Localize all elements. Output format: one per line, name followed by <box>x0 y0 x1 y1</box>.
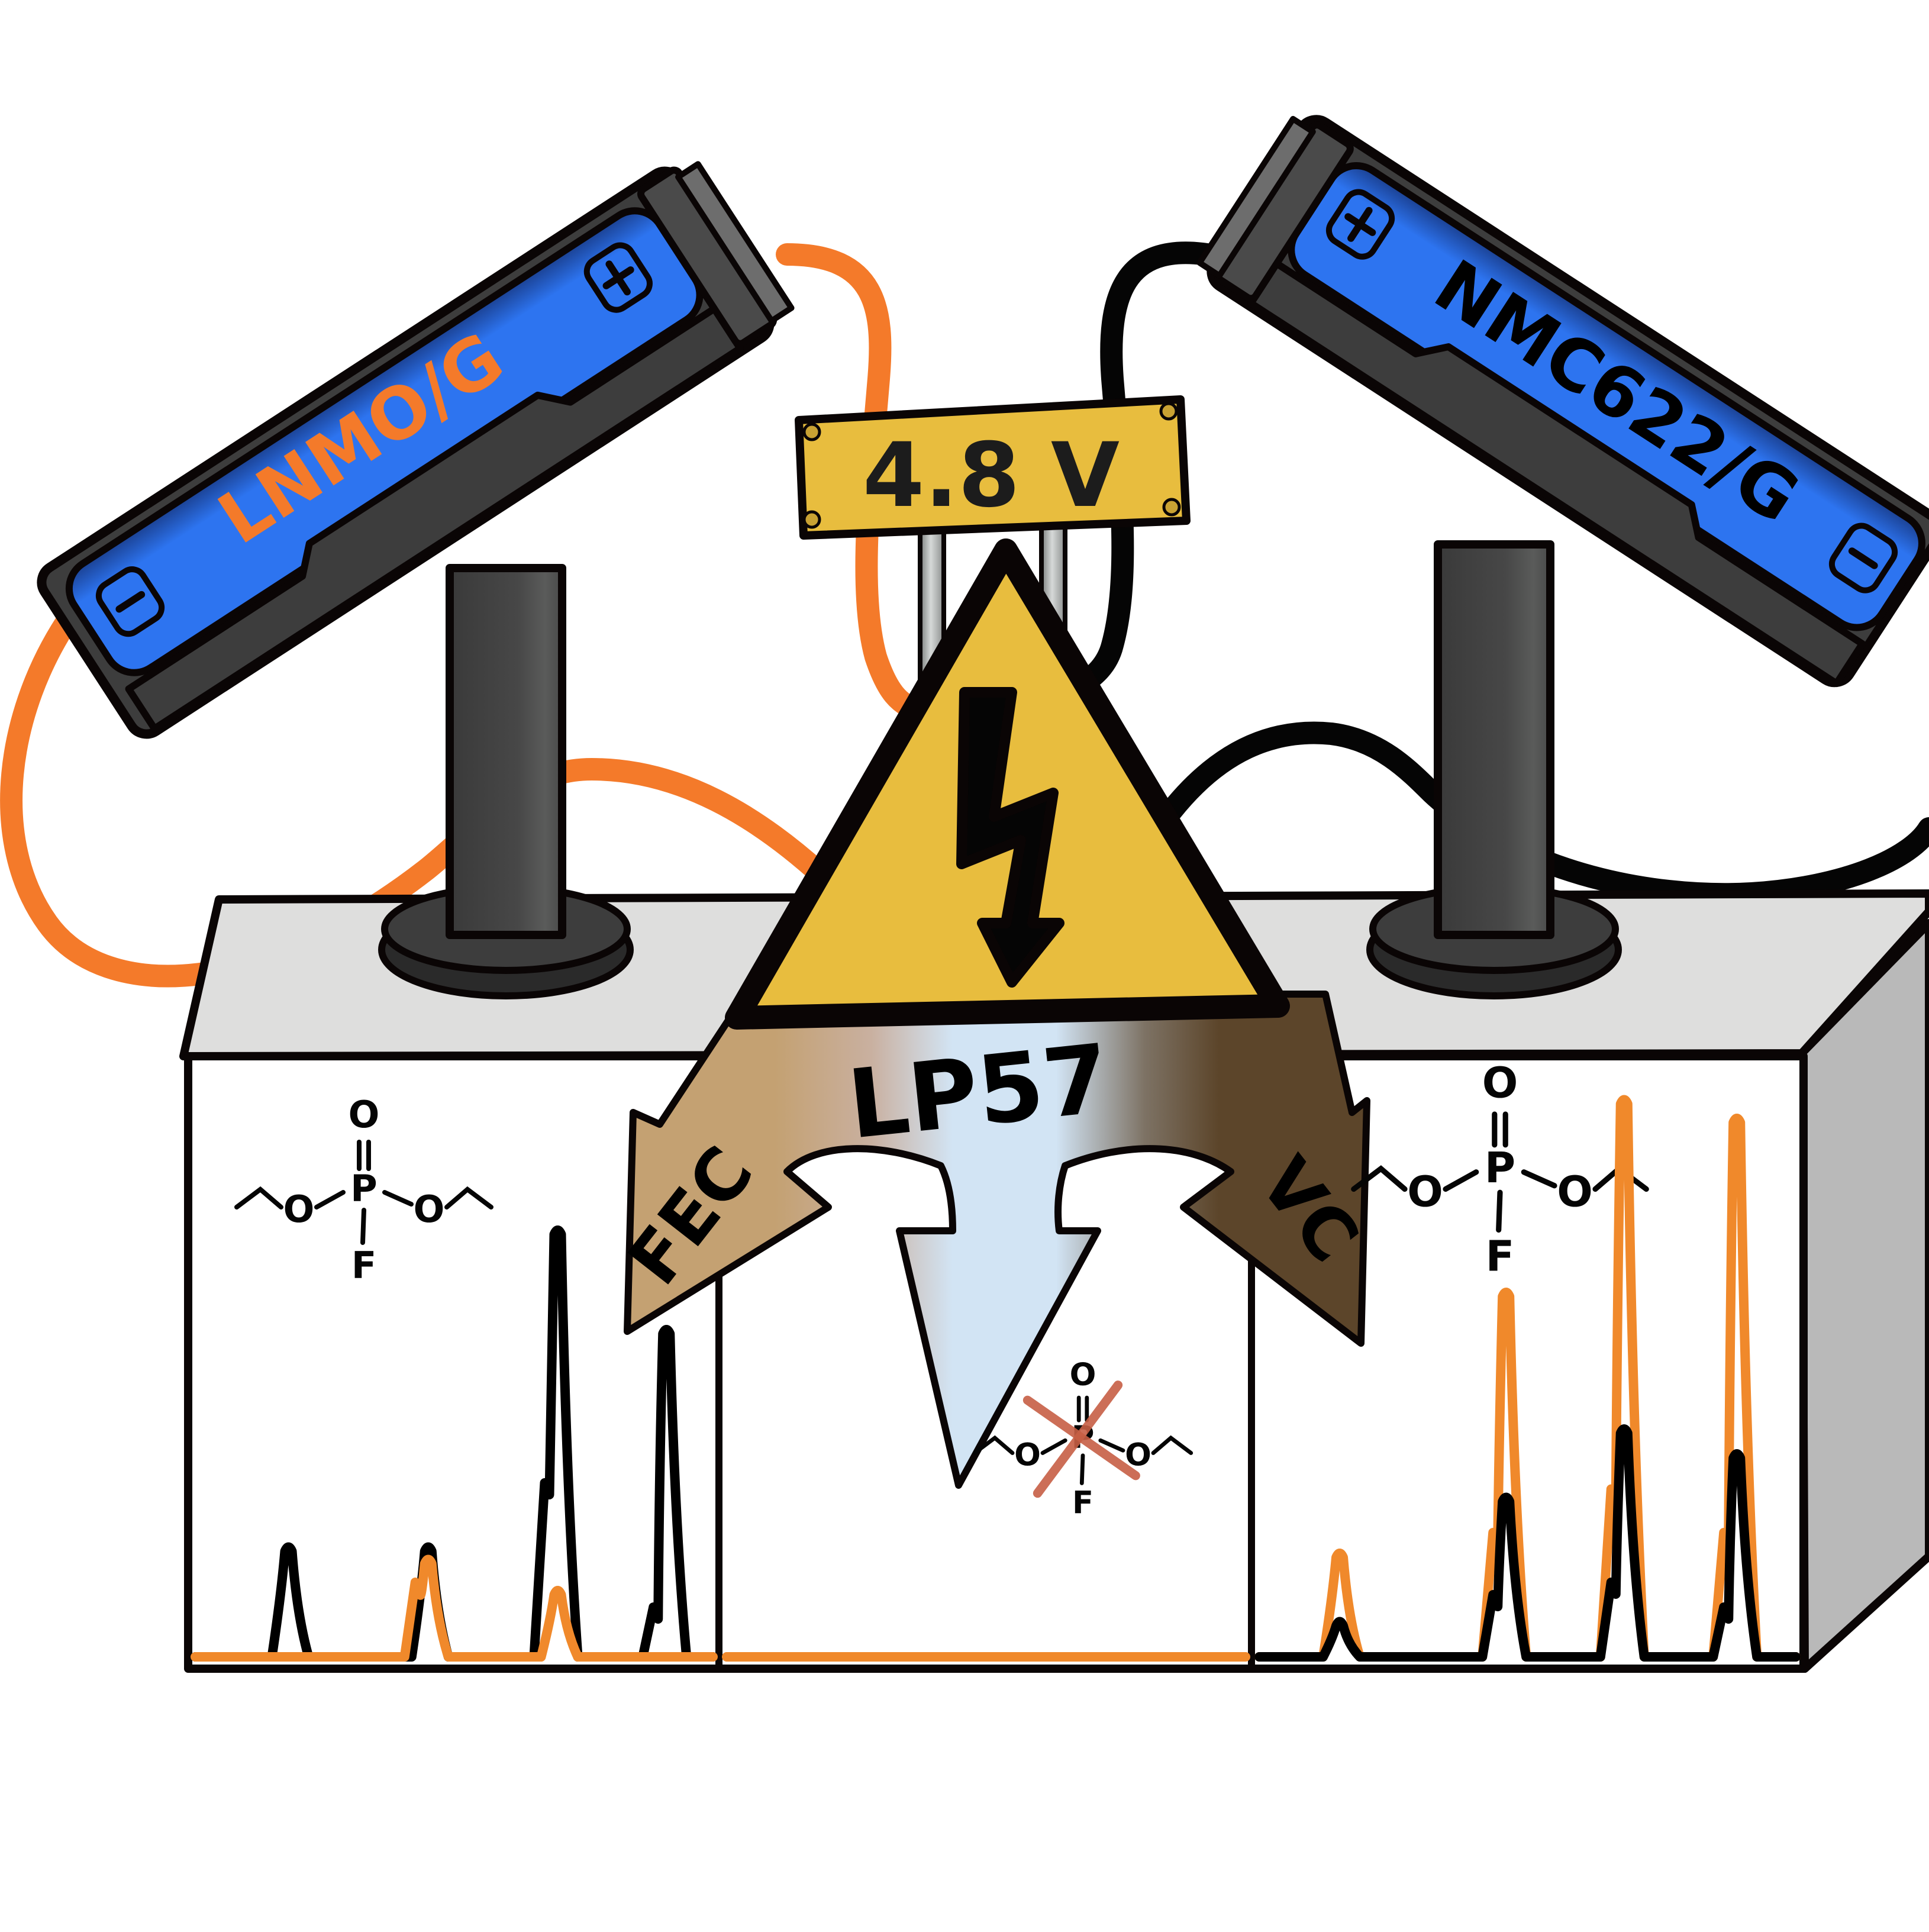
electrolyte-arrows: LP57 FEC VC <box>613 991 1374 1489</box>
lp57-label: LP57 <box>843 1023 1115 1160</box>
spectrum-line-orange <box>191 1554 718 1662</box>
spectrum-peak-black <box>288 1550 289 1552</box>
spectrum-peak-orange <box>427 1563 429 1565</box>
oxygen-atom: O <box>1482 1058 1518 1107</box>
positive-terminal-icon <box>1325 189 1395 260</box>
fluorine-atom: F <box>351 1244 376 1287</box>
spectrum-peak-black <box>1736 1457 1738 1459</box>
phosphorus-atom: P <box>350 1167 377 1210</box>
spectrum-peak-orange <box>1623 1103 1625 1105</box>
spectrum-peak-black <box>666 1333 667 1334</box>
oxygen-atom: O <box>1557 1167 1593 1216</box>
left-battery-cell[interactable]: LNMO/G <box>35 151 796 741</box>
cross-out-mark <box>1033 1381 1123 1498</box>
high-voltage-warning-sign <box>725 538 1290 1030</box>
positive-terminal-icon <box>583 242 653 313</box>
high-voltage-lightning-icon <box>956 687 1065 988</box>
left-panel-spectrum <box>191 1225 718 1662</box>
oxygen-atom: O <box>1070 1357 1096 1393</box>
left-pedestal <box>378 564 634 999</box>
spectrum-peak-black <box>1505 1501 1507 1502</box>
spectrum-line-black <box>191 1225 718 1662</box>
oxygen-atom: O <box>283 1188 315 1231</box>
right-battery-cell[interactable]: NMC622/G <box>1195 107 1929 689</box>
oxygen-atom: O <box>1407 1167 1443 1216</box>
spectrum-peak-black <box>1623 1433 1625 1434</box>
oxygen-atom: O <box>414 1188 445 1231</box>
oxygen-atom: O <box>349 1093 380 1136</box>
voltage-label: 4.8 V <box>863 424 1120 527</box>
negative-terminal-icon <box>1828 522 1898 594</box>
fluorine-atom: F <box>1072 1485 1093 1521</box>
oxygen-atom: O <box>1014 1437 1041 1473</box>
spectrum-line-black <box>1254 1424 1801 1662</box>
right-panel-spectrum <box>1254 1095 1801 1662</box>
spectrum-peak-orange <box>557 1594 559 1595</box>
spectrum-peak-black <box>557 1234 559 1235</box>
spectrum-peak-orange <box>1736 1122 1738 1123</box>
negative-terminal-icon <box>95 566 165 637</box>
voltage-sign: 4.8 V <box>795 395 1191 540</box>
spectrum-peak-black <box>1339 1625 1341 1627</box>
spectrum-peak-orange <box>1505 1296 1507 1297</box>
spectrum-peak-orange <box>1339 1557 1341 1558</box>
fluorine-atom: F <box>1486 1232 1515 1281</box>
phosphorus-atom: P <box>1485 1143 1515 1192</box>
right-pedestal <box>1366 540 1622 999</box>
spectrum-peak-black <box>427 1550 429 1552</box>
